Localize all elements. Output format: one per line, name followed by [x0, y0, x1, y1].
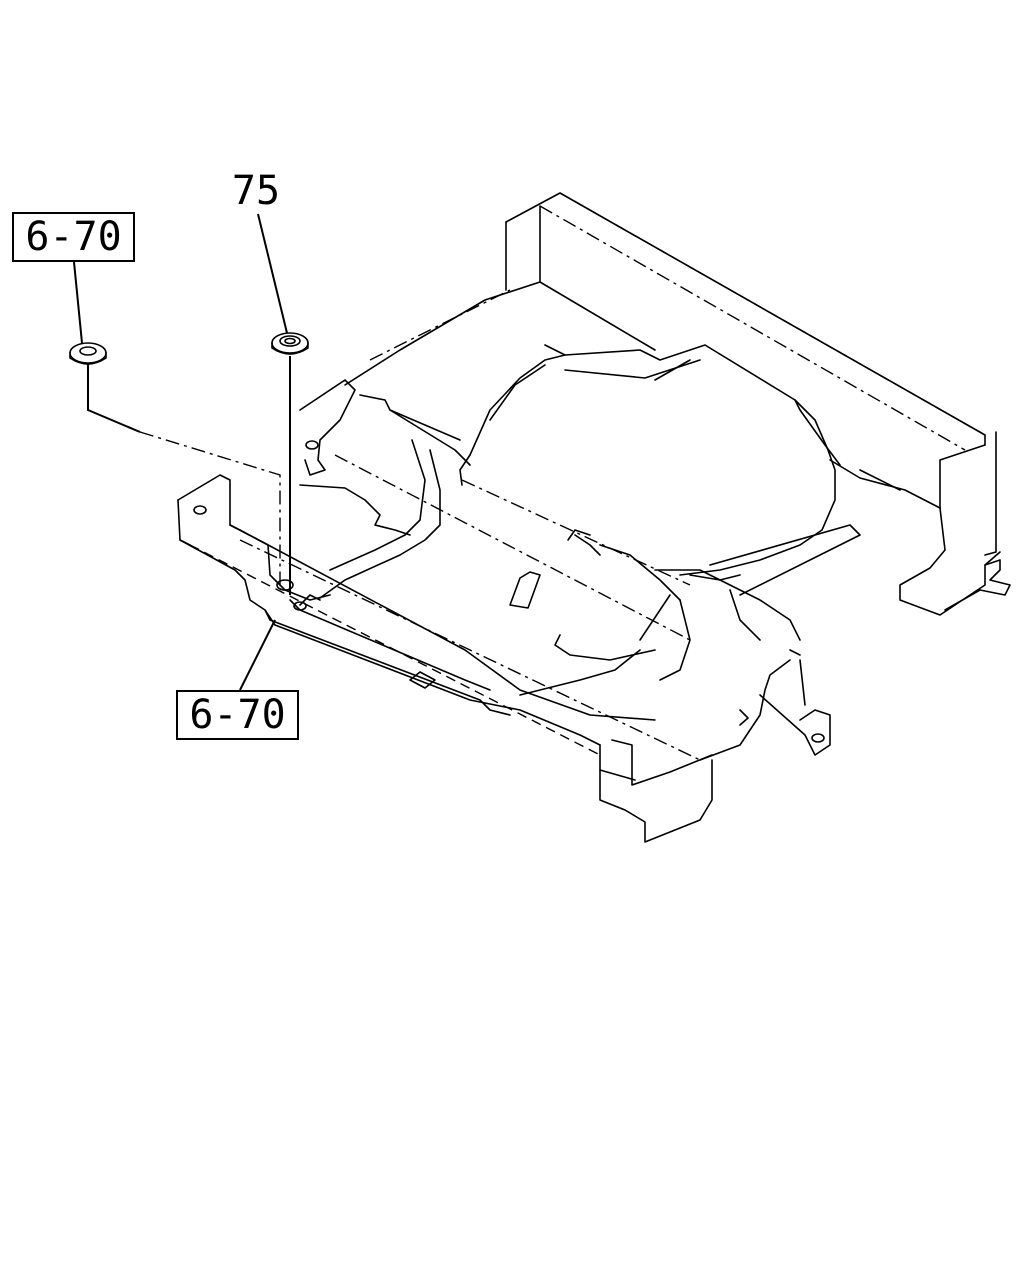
- grommet-6-70-part: [69, 342, 107, 365]
- spare-tire-well: [459, 344, 841, 586]
- callout-6-70-top: 6-70: [12, 212, 135, 262]
- front-sill: [177, 474, 701, 761]
- right-side-panel: [829, 459, 1011, 616]
- callout-75: 75: [231, 168, 281, 214]
- front-skirt: [305, 440, 831, 843]
- callout-6-70-bottom: 6-70: [176, 690, 299, 740]
- grommet-75-part: [271, 332, 309, 355]
- leader-lines: [73, 213, 291, 691]
- floor-cross-members: [299, 281, 861, 696]
- rear-bulkhead: [505, 192, 997, 556]
